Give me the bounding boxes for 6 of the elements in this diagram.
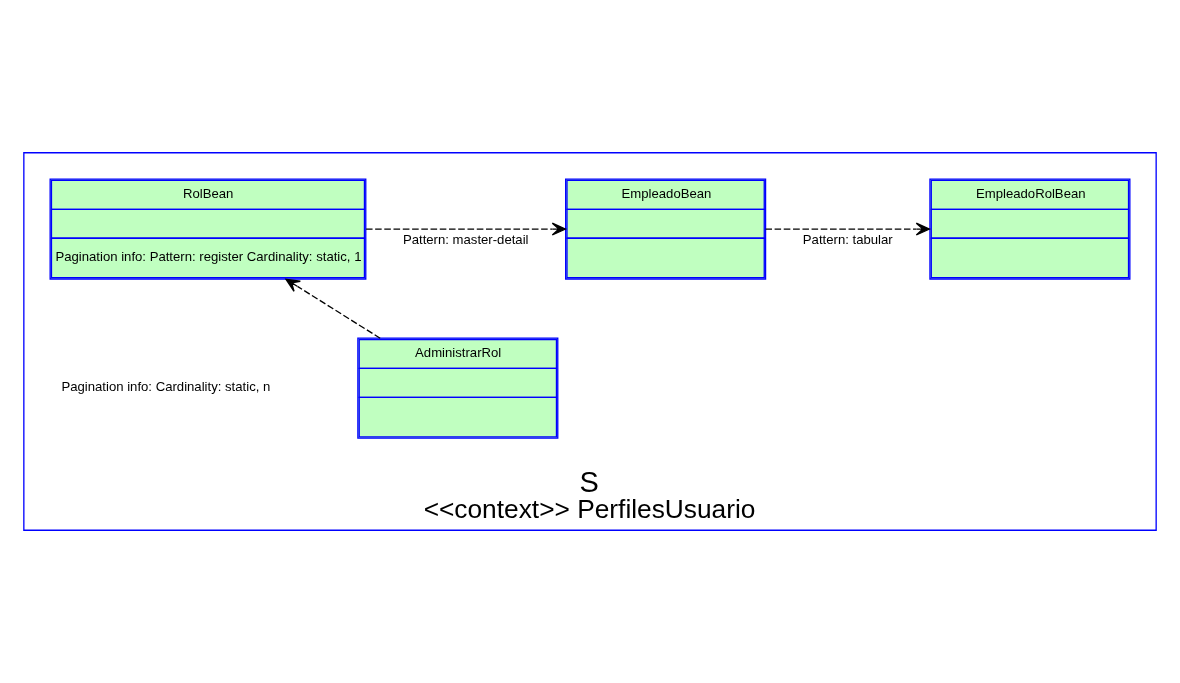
arrow [365, 222, 567, 236]
arrow [285, 278, 381, 339]
arrow [765, 222, 931, 236]
edge-label: Pattern: tabular [802, 231, 893, 247]
edge-label: Pattern: master-detail [402, 231, 529, 247]
label: Pagination info: Cardinality: static, n [61, 379, 271, 395]
